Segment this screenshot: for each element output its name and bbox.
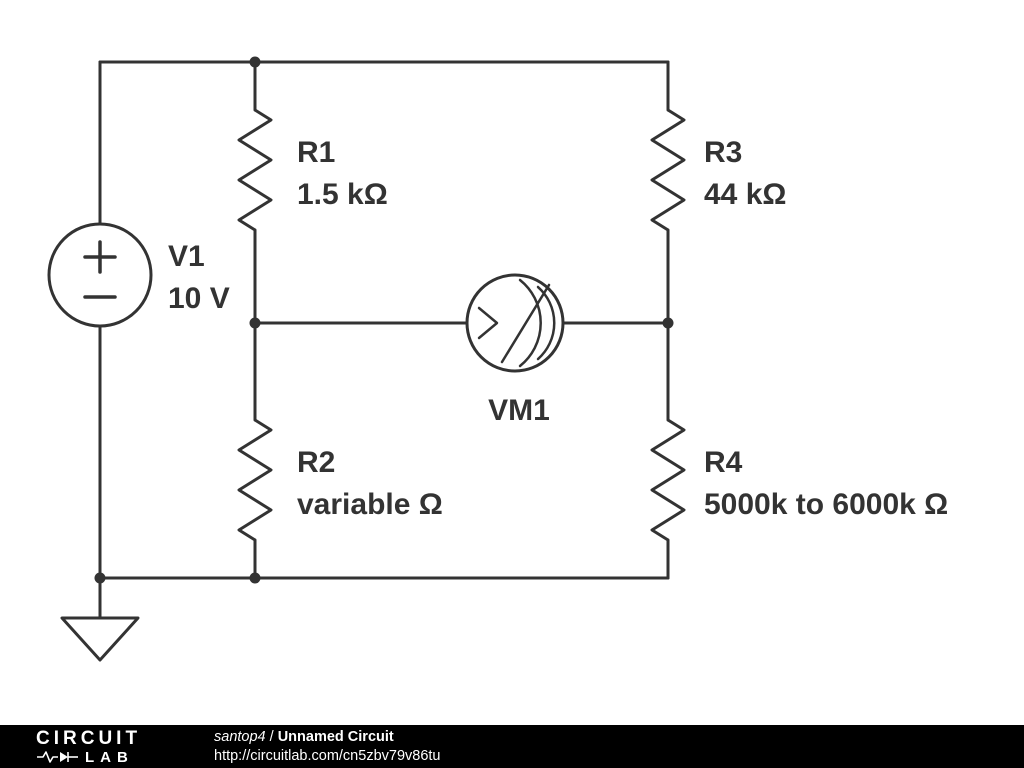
v1-body xyxy=(47,222,153,328)
r3-zigzag xyxy=(650,108,686,232)
title-separator: / xyxy=(265,728,278,745)
ground-triangle xyxy=(60,616,140,662)
logo-lab-row: LAB xyxy=(36,750,188,765)
r1-zigzag xyxy=(237,108,273,232)
junction-dot xyxy=(249,317,261,329)
v1-plus-icon xyxy=(83,240,117,274)
author-name: santop4 xyxy=(214,728,266,745)
junction-dot xyxy=(94,572,106,584)
r4-value-label: 5000k to 6000k Ω xyxy=(704,488,948,521)
resistor-r2: R2 variable Ω xyxy=(237,418,443,542)
r2-name-label: R2 xyxy=(297,446,335,479)
junction-dot xyxy=(249,572,261,584)
r4-zigzag xyxy=(650,418,686,542)
footer-attribution: santop4 / Unnamed Circuit http://circuit… xyxy=(214,728,440,766)
junction-dots xyxy=(94,56,674,584)
resistor-r1: R1 1.5 kΩ xyxy=(237,108,388,232)
circuit-title: Unnamed Circuit xyxy=(277,728,394,745)
junction-dot xyxy=(662,317,674,329)
r1-value-label: 1.5 kΩ xyxy=(297,178,388,211)
r1-name-label: R1 xyxy=(297,136,335,169)
wires xyxy=(98,60,670,620)
vm1-name-label: VM1 xyxy=(488,394,550,427)
r2-zigzag xyxy=(237,418,273,542)
v1-name-label: V1 xyxy=(168,240,205,273)
circuitlab-logo: CIRCUIT LAB xyxy=(36,729,188,765)
vm1-body xyxy=(465,273,565,373)
r4-name-label: R4 xyxy=(704,446,743,479)
v1-value-label: 10 V xyxy=(168,282,230,315)
footer-title-line: santop4 / Unnamed Circuit xyxy=(214,728,440,747)
r3-name-label: R3 xyxy=(704,136,742,169)
ground-symbol xyxy=(60,616,140,662)
vm1-meter-icon xyxy=(477,278,556,368)
resistor-r3: R3 44 kΩ xyxy=(650,108,786,232)
voltage-source-v1: V1 10 V xyxy=(47,222,230,328)
logo-lab-text: LAB xyxy=(85,748,134,766)
r3-value-label: 44 kΩ xyxy=(704,178,786,211)
circuit-trace-icon xyxy=(37,751,78,763)
footer-bar: CIRCUIT LAB santop4 / Unnamed Circuit ht… xyxy=(0,725,1024,768)
voltmeter-vm1: VM1 xyxy=(465,273,565,427)
logo-circuit-text: CIRCUIT xyxy=(36,727,142,749)
circuit-url: http://circuitlab.com/cn5zbv79v86tu xyxy=(214,747,441,764)
r2-value-label: variable Ω xyxy=(297,488,443,521)
schematic-canvas: V1 10 V R1 1.5 kΩ R3 44 kΩ R2 variable Ω… xyxy=(47,56,949,662)
junction-dot xyxy=(249,56,261,68)
resistor-r4: R4 5000k to 6000k Ω xyxy=(650,418,948,542)
